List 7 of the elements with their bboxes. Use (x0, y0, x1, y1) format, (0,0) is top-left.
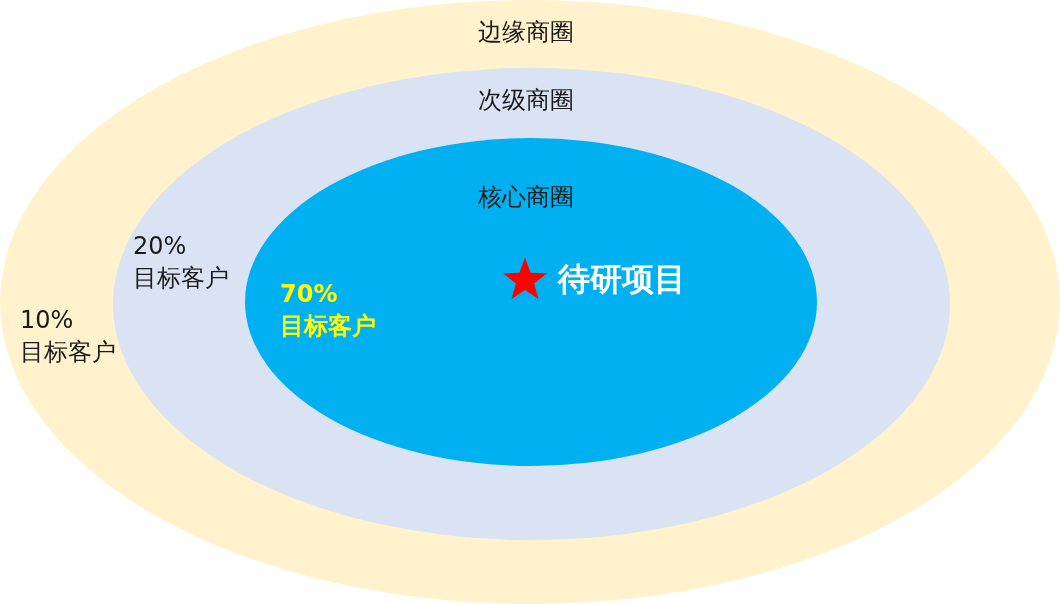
share-label: 10% 目标客户 (20, 305, 117, 368)
share-label: 70% 目标客户 (280, 279, 377, 342)
share-label: 20% 目标客户 (133, 231, 230, 294)
project-label: 待研项目 (558, 259, 686, 300)
zone-label: 边缘商圈 (478, 17, 574, 48)
zone-label: 次级商圈 (478, 85, 574, 116)
zone-label: 核心商圈 (478, 182, 574, 213)
